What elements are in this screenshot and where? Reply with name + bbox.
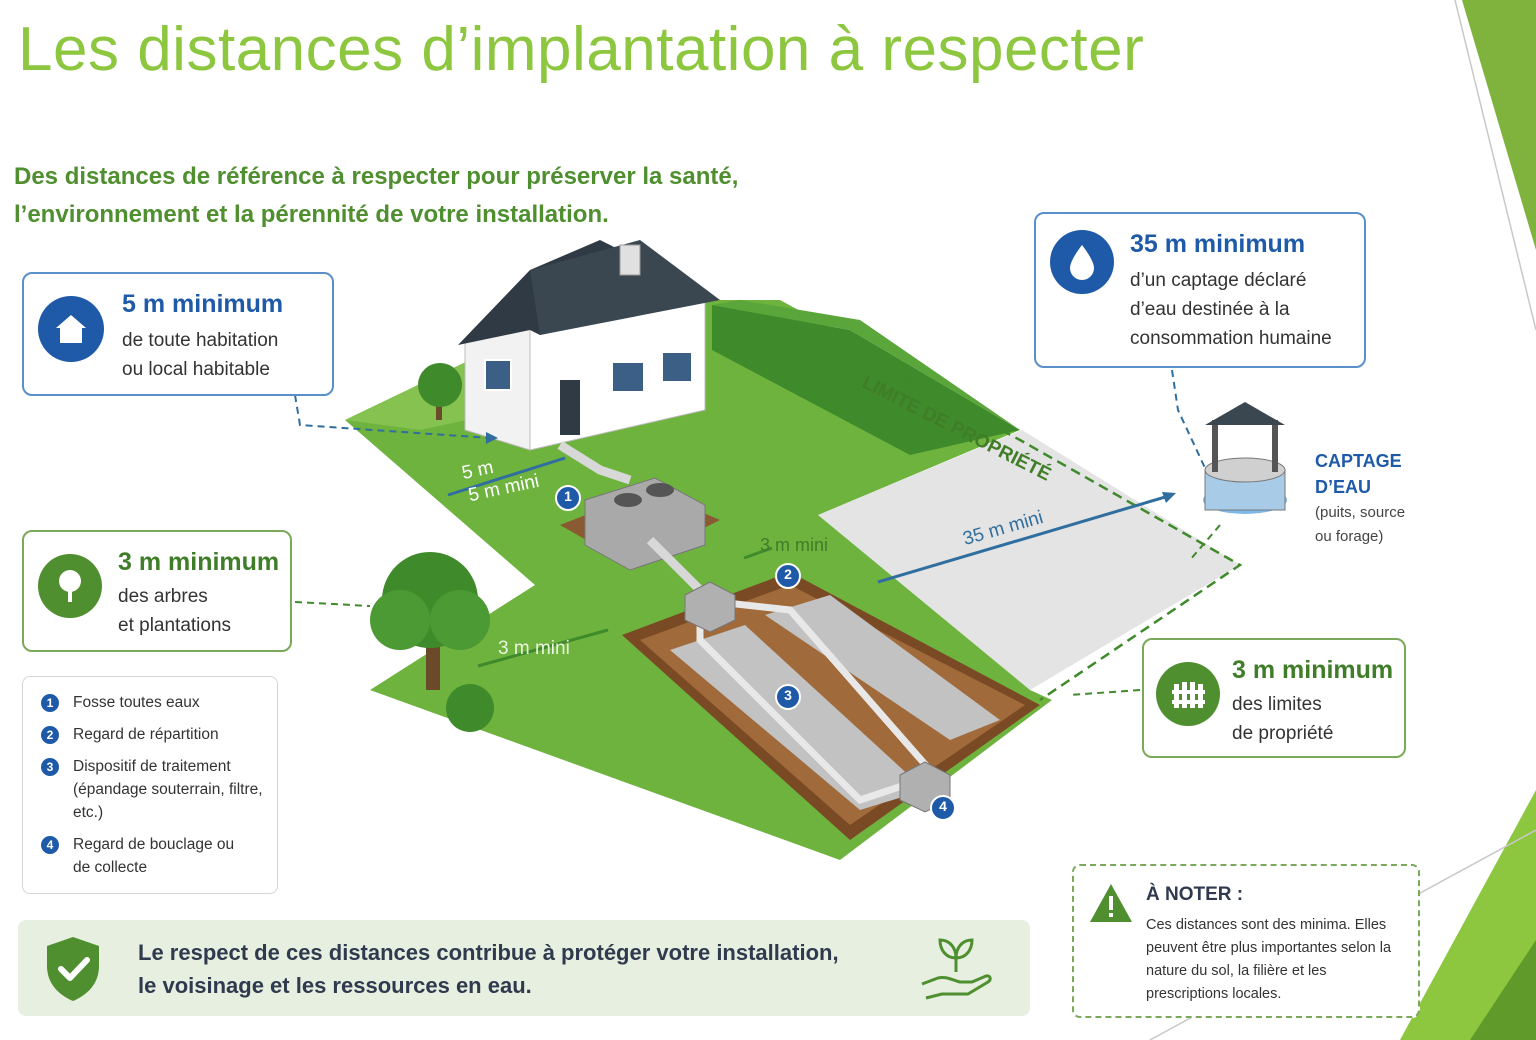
shield-check-icon [47, 937, 99, 1001]
legend: 1 Fosse toutes eaux 2 Regard de répartit… [22, 676, 278, 894]
hand-plant-icon [921, 938, 992, 1000]
captage-title: CAPTAGE D’EAU [1315, 451, 1402, 497]
legend-number: 1 [41, 694, 59, 712]
well-box-line3: consommation humaine [1130, 328, 1332, 349]
house-box-title: 5 m minimum [122, 290, 284, 318]
legend-number: 2 [41, 726, 59, 744]
limits-box-line2: de propriété [1232, 723, 1334, 744]
well-distance-box: 35 m minimum d’un captage déclaré d’eau … [1034, 212, 1366, 368]
bottom-banner: Le respect de ces distances contribue à … [18, 920, 1030, 1016]
note-title: À NOTER : [1146, 884, 1244, 905]
marker-2: 2 [784, 566, 792, 582]
water-drop-icon [1050, 230, 1114, 294]
note-text: Ces distances sont des minima. Elles peu… [1146, 917, 1392, 1002]
legend-number: 3 [41, 758, 59, 776]
tree-icon [38, 554, 102, 618]
trees-box-line1: des arbres [118, 586, 208, 607]
house-box-line2: ou local habitable [122, 359, 270, 380]
house-box-line1: de toute habitation [122, 330, 279, 351]
page-title: Les distances d’implantation à respecter [18, 15, 1145, 84]
legend-number: 4 [41, 836, 59, 854]
limits-box-line1: des limites [1232, 694, 1322, 715]
marker-4: 4 [939, 798, 947, 814]
legend-text: Dispositif de traitement (épandage soute… [73, 758, 263, 821]
legend-text: Regard de répartition [73, 726, 219, 743]
trees-box-line2: et plantations [118, 615, 232, 636]
regard-distance-label: 3 m mini [760, 535, 829, 555]
trees-distance-box: 3 m minimum des arbres et plantations [22, 530, 292, 652]
tree-distance-label: 3 m mini [498, 638, 570, 659]
house-distance-box: 5 m minimum de toute habitation ou local… [22, 272, 334, 396]
subtitle: Des distances de référence à respecter p… [14, 163, 739, 228]
house-icon [38, 296, 104, 362]
limits-distance-box: 3 m minimum des limites de propriété [1142, 638, 1406, 758]
marker-1: 1 [564, 488, 572, 504]
banner-text: Le respect de ces distances contribue à … [138, 940, 839, 998]
legend-text: Fosse toutes eaux [73, 694, 200, 711]
limits-box-title: 3 m minimum [1232, 656, 1394, 684]
captage-subtitle: (puits, source ou forage) [1315, 504, 1406, 545]
legend-text: Regard de bouclage ou de collecte [73, 836, 235, 876]
marker-3: 3 [784, 687, 792, 703]
well-box-line2: d’eau destinée à la [1130, 299, 1290, 320]
well-box-title: 35 m minimum [1130, 230, 1306, 258]
note-box: À NOTER : Ces distances sont des minima.… [1072, 864, 1420, 1018]
trees-box-title: 3 m minimum [118, 548, 280, 576]
warning-icon [1090, 884, 1132, 922]
well-box-line1: d’un captage déclaré [1130, 270, 1307, 291]
fence-icon [1156, 662, 1220, 726]
